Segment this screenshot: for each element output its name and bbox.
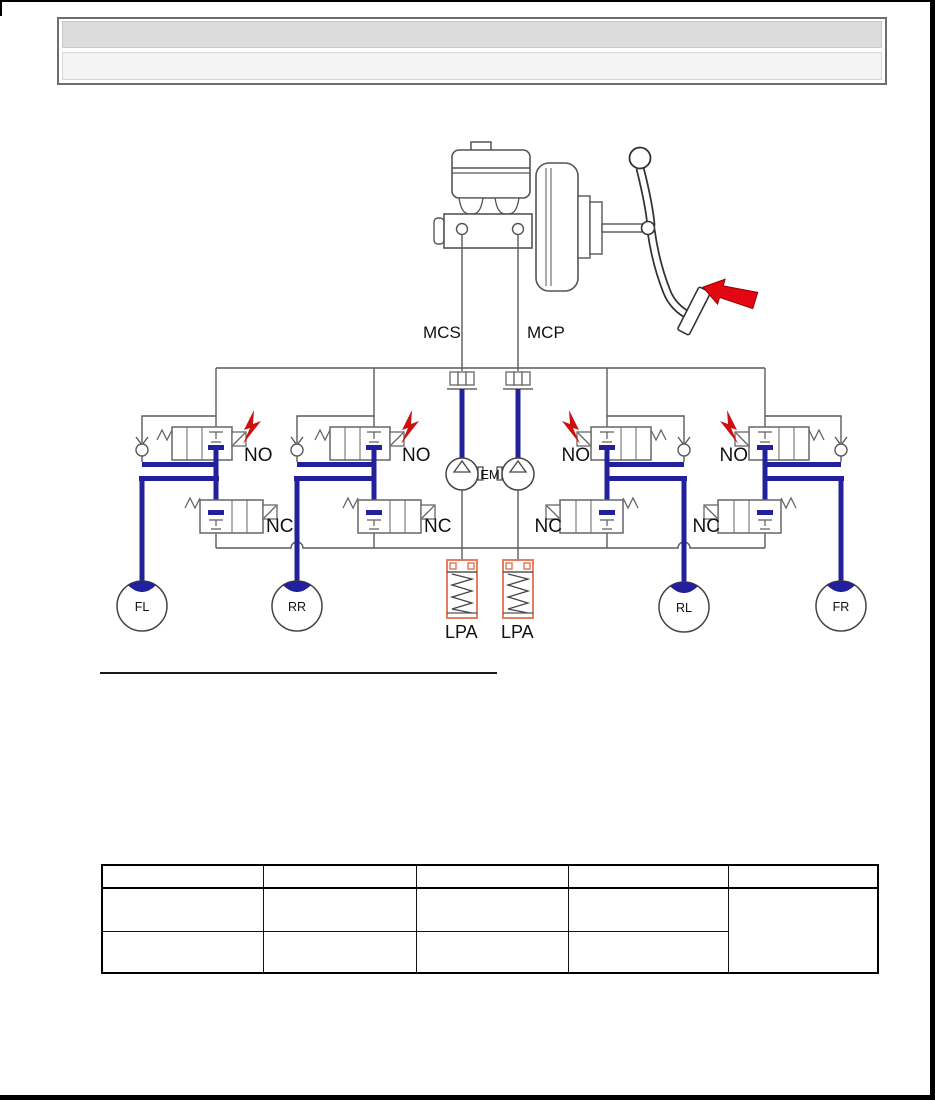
header-bar-title — [62, 21, 882, 48]
page-border-right — [930, 0, 935, 1100]
brake-booster — [535, 162, 643, 292]
label-no-rl: NO — [562, 445, 591, 466]
page-border-left — [0, 0, 2, 16]
label-lpa-left: LPA — [445, 622, 478, 642]
brake-pedal — [628, 146, 711, 336]
table-cell — [415, 887, 569, 932]
label-no-rr: NO — [402, 445, 431, 466]
label-em-motor: EM — [480, 467, 500, 482]
label-lpa-right: LPA — [501, 622, 534, 642]
table-cell — [101, 887, 264, 932]
lpa-accumulator-left: LPA — [445, 559, 478, 642]
pump-motor-unit: EM — [445, 371, 535, 561]
label-wheel-rl: RL — [676, 601, 692, 615]
table-header-cell — [415, 864, 569, 889]
master-cylinder — [433, 141, 533, 249]
table-cell — [262, 887, 417, 932]
table-header-cell — [727, 864, 879, 889]
table-header-cell — [567, 864, 729, 889]
label-mcp: MCP — [527, 323, 565, 342]
label-no-fl: NO — [244, 445, 273, 466]
header-box — [57, 17, 887, 85]
brake-circuit-fl: NO NC FL — [116, 409, 293, 632]
spec-table — [101, 864, 879, 974]
table-cell — [567, 887, 729, 932]
table-cell-merged — [727, 887, 879, 974]
lpa-accumulator-right: LPA — [501, 559, 534, 642]
label-wheel-fl: FL — [135, 600, 150, 614]
label-wheel-fr: FR — [833, 600, 850, 614]
label-nc-rr: NC — [424, 516, 451, 537]
table-header-cell — [262, 864, 417, 889]
page-border-top — [0, 0, 935, 2]
return-line — [216, 541, 765, 549]
brake-circuit-rr: NO NC RR — [271, 409, 451, 632]
label-no-fr: NO — [720, 445, 749, 466]
label-nc-fr: NC — [693, 516, 720, 537]
table-cell — [415, 931, 569, 974]
brake-circuit-rl: NO NC RL — [535, 409, 710, 633]
pedal-force-arrow-icon — [702, 278, 759, 310]
label-mcs: MCS — [423, 323, 461, 342]
table-cell — [262, 931, 417, 974]
header-bar-subtitle — [62, 52, 882, 80]
label-nc-fl: NC — [266, 516, 293, 537]
page-border-bottom — [0, 1095, 935, 1100]
brake-circuit-fr: NO NC FR — [693, 409, 867, 632]
table-header-cell — [101, 864, 264, 889]
section-underline — [100, 672, 497, 674]
table-cell — [101, 931, 264, 974]
table-cell — [567, 931, 729, 974]
label-wheel-rr: RR — [288, 600, 306, 614]
label-nc-rl: NC — [535, 516, 562, 537]
